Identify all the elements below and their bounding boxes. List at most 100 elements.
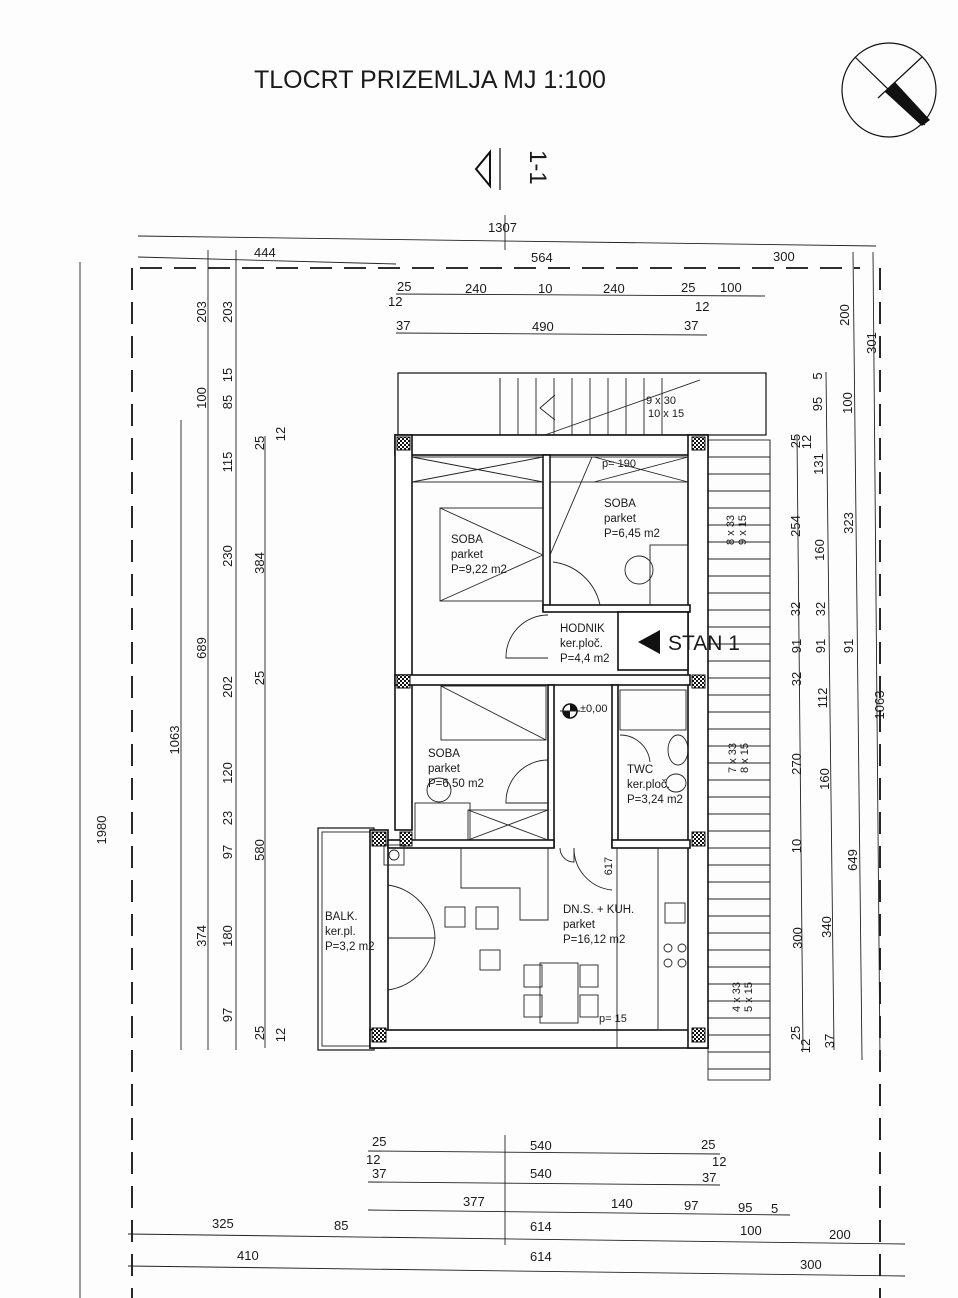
room-floor: ker.ploč. (560, 638, 603, 650)
dimension-label: 91 (813, 639, 828, 653)
dimension-label: 25 (372, 1134, 386, 1149)
balcony (317, 827, 375, 1051)
dimension-label: 25 (681, 280, 695, 295)
dimension-label: 5 (810, 372, 825, 379)
dimension-label: 120 (220, 762, 235, 784)
room-name: SOBA (428, 748, 460, 760)
dimension-label: 444 (254, 245, 276, 260)
room-area: P=16,12 m2 (563, 934, 625, 946)
dimension-label: 97 (220, 845, 235, 859)
window-sill-label: p= 15 (599, 1013, 627, 1025)
dimension-label: 100 (720, 280, 742, 295)
dimension-label: 1063 (167, 726, 182, 755)
room-floor: parket (451, 549, 484, 561)
dimension-label: 340 (819, 916, 834, 938)
room-floor: ker.ploč. (627, 779, 670, 791)
dimension-label: 649 (845, 849, 860, 871)
dimension-label: 325 (212, 1216, 234, 1231)
level-label: ±0,00 (580, 703, 607, 715)
dimension-label: 37 (702, 1170, 716, 1185)
unit-label: STAN 1 (668, 632, 740, 655)
dimension-label: 23 (220, 811, 235, 825)
dimension-label: 25 (788, 1026, 803, 1040)
room-area: P=9,22 m2 (451, 564, 507, 576)
dimension-label: 240 (465, 281, 487, 296)
level-marker: ±0,00 (560, 703, 607, 719)
dimension-label: 10 (538, 281, 552, 296)
dimension-label: 100 (740, 1223, 762, 1238)
dimension-label: 32 (813, 602, 828, 616)
dimension-label: 91 (789, 639, 804, 653)
dimension-label: 270 (789, 753, 804, 775)
dimension-label: 37 (372, 1166, 386, 1181)
stair-label: 9 x 30 (646, 395, 676, 407)
walls (369, 434, 709, 1049)
room-area: P=3,2 m2 (325, 941, 375, 953)
dimension-label: 300 (773, 249, 795, 264)
section-marker: 1-1 (474, 148, 551, 190)
door-height-label: 617 (603, 857, 615, 875)
dimension-label: 25 (252, 671, 267, 685)
stair-label: 9 x 15 (737, 515, 749, 545)
room-name: HODNIK (560, 623, 605, 635)
plot-boundary (131, 267, 881, 1298)
dimension-label: 374 (194, 925, 209, 947)
dimension-label: 10 (789, 839, 804, 853)
dimension-label: 12 (273, 1028, 288, 1042)
dimension-label: 410 (237, 1248, 259, 1263)
room-floor: ker.pl. (325, 926, 356, 938)
dimension-label: 323 (841, 512, 856, 534)
dimension-label: 25 (701, 1137, 715, 1152)
dimension-label: 300 (800, 1257, 822, 1272)
north-arrow-icon (841, 42, 937, 138)
stair-label: 5 x 15 (743, 982, 755, 1012)
dimension-label: 1307 (488, 220, 517, 235)
dimension-label: 300 (790, 927, 805, 949)
dimension-label: 15 (220, 368, 235, 382)
room-name: DN.S. + KUH. (563, 904, 634, 916)
dimension-label: 1063 (872, 691, 887, 720)
dimension-label: 200 (837, 304, 852, 326)
dimension-label: 25 (397, 279, 411, 294)
dimension-lines (79, 215, 906, 1298)
room-floor: parket (563, 919, 596, 931)
room-area: P=6,50 m2 (428, 778, 484, 790)
furniture (383, 456, 689, 1048)
room-name: BALK. (325, 911, 358, 923)
dimension-label: 12 (273, 427, 288, 441)
dimension-label: 97 (684, 1198, 698, 1213)
stair-label: 8 x 15 (739, 743, 751, 773)
dimension-label: 1980 (94, 816, 109, 845)
stair-label: 7 x 33 (727, 743, 739, 773)
dimension-label: 202 (220, 676, 235, 698)
entrance-stairs (397, 372, 767, 436)
dimension-label: 85 (220, 395, 235, 409)
stair-label: 4 x 33 (731, 982, 743, 1012)
dimension-label: 85 (334, 1218, 348, 1233)
dimension-label: 95 (810, 397, 825, 411)
dimension-label: 377 (463, 1194, 485, 1209)
dimension-label: 100 (194, 387, 209, 409)
dimension-label: 689 (194, 637, 209, 659)
dimension-label: 5 (771, 1201, 778, 1216)
dimension-label: 112 (815, 688, 830, 709)
section-label: 1-1 (524, 150, 551, 185)
dimension-label: 37 (822, 1034, 837, 1048)
room-area: P=3,24 m2 (627, 794, 683, 806)
dimension-label: 160 (812, 539, 827, 561)
room-area: P=4,4 m2 (560, 653, 610, 665)
dimension-label: 580 (252, 839, 267, 861)
dimension-label: 12 (695, 299, 709, 314)
dimension-label: 97 (220, 1008, 235, 1022)
dimension-label: 240 (603, 281, 625, 296)
dimension-label: 564 (531, 250, 553, 265)
dimension-label: 12 (799, 435, 814, 449)
dimension-label: 140 (611, 1196, 633, 1211)
dimension-label: 32 (788, 602, 803, 616)
drawing-title: TLOCRT PRIZEMLJA MJ 1:100 (254, 66, 606, 94)
dimension-label: 540 (530, 1166, 552, 1181)
dimension-label: 25 (252, 436, 267, 450)
dimension-label: 384 (252, 552, 267, 574)
stair-label: 10 x 15 (648, 408, 684, 420)
